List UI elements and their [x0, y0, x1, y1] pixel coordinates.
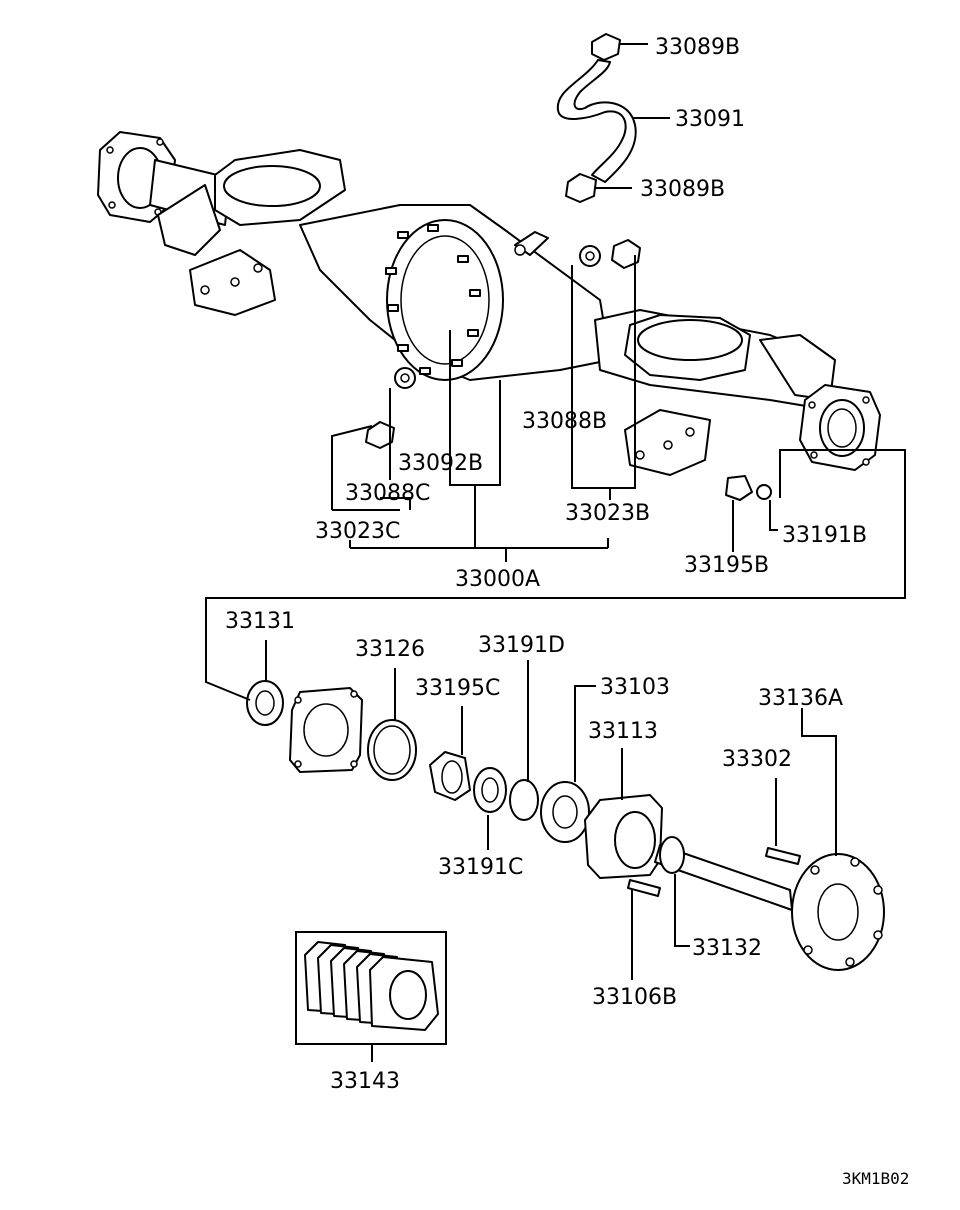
- drawing-code: 3KM1B02: [842, 1169, 909, 1188]
- part-number-labels: 33089B 33091 33089B 33088B 33092B 33088C…: [225, 35, 909, 1188]
- label-33092B: 33092B: [398, 451, 483, 476]
- label-33191D: 33191D: [478, 633, 565, 658]
- label-33191C: 33191C: [438, 855, 523, 880]
- label-33023C: 33023C: [315, 519, 400, 544]
- axle-housing-assembly: [97, 131, 881, 476]
- label-33131: 33131: [225, 609, 295, 634]
- label-33089B-bottom: 33089B: [640, 177, 725, 202]
- label-33091: 33091: [675, 107, 745, 132]
- label-33191B: 33191B: [782, 523, 867, 548]
- drain-filler-plugs: [365, 239, 772, 501]
- label-33143: 33143: [330, 1069, 400, 1094]
- label-33302: 33302: [722, 747, 792, 772]
- shim-pack: [295, 931, 447, 1045]
- carrier-studs: [385, 224, 481, 375]
- label-33106B: 33106B: [592, 985, 677, 1010]
- label-33088C: 33088C: [345, 481, 430, 506]
- axle-shaft-components: [246, 680, 885, 971]
- label-33126: 33126: [355, 637, 425, 662]
- label-33089B-top: 33089B: [655, 35, 740, 60]
- label-33103: 33103: [600, 675, 670, 700]
- label-33195C: 33195C: [415, 676, 500, 701]
- breather-hose-parts: [556, 33, 637, 203]
- label-33113: 33113: [588, 719, 658, 744]
- label-33136A: 33136A: [758, 686, 843, 711]
- label-33023B: 33023B: [565, 501, 650, 526]
- label-33132: 33132: [692, 936, 762, 961]
- label-33195B: 33195B: [684, 553, 769, 578]
- leader-lines: [205, 43, 906, 1062]
- label-33088B: 33088B: [522, 409, 607, 434]
- label-33000A: 33000A: [455, 567, 540, 592]
